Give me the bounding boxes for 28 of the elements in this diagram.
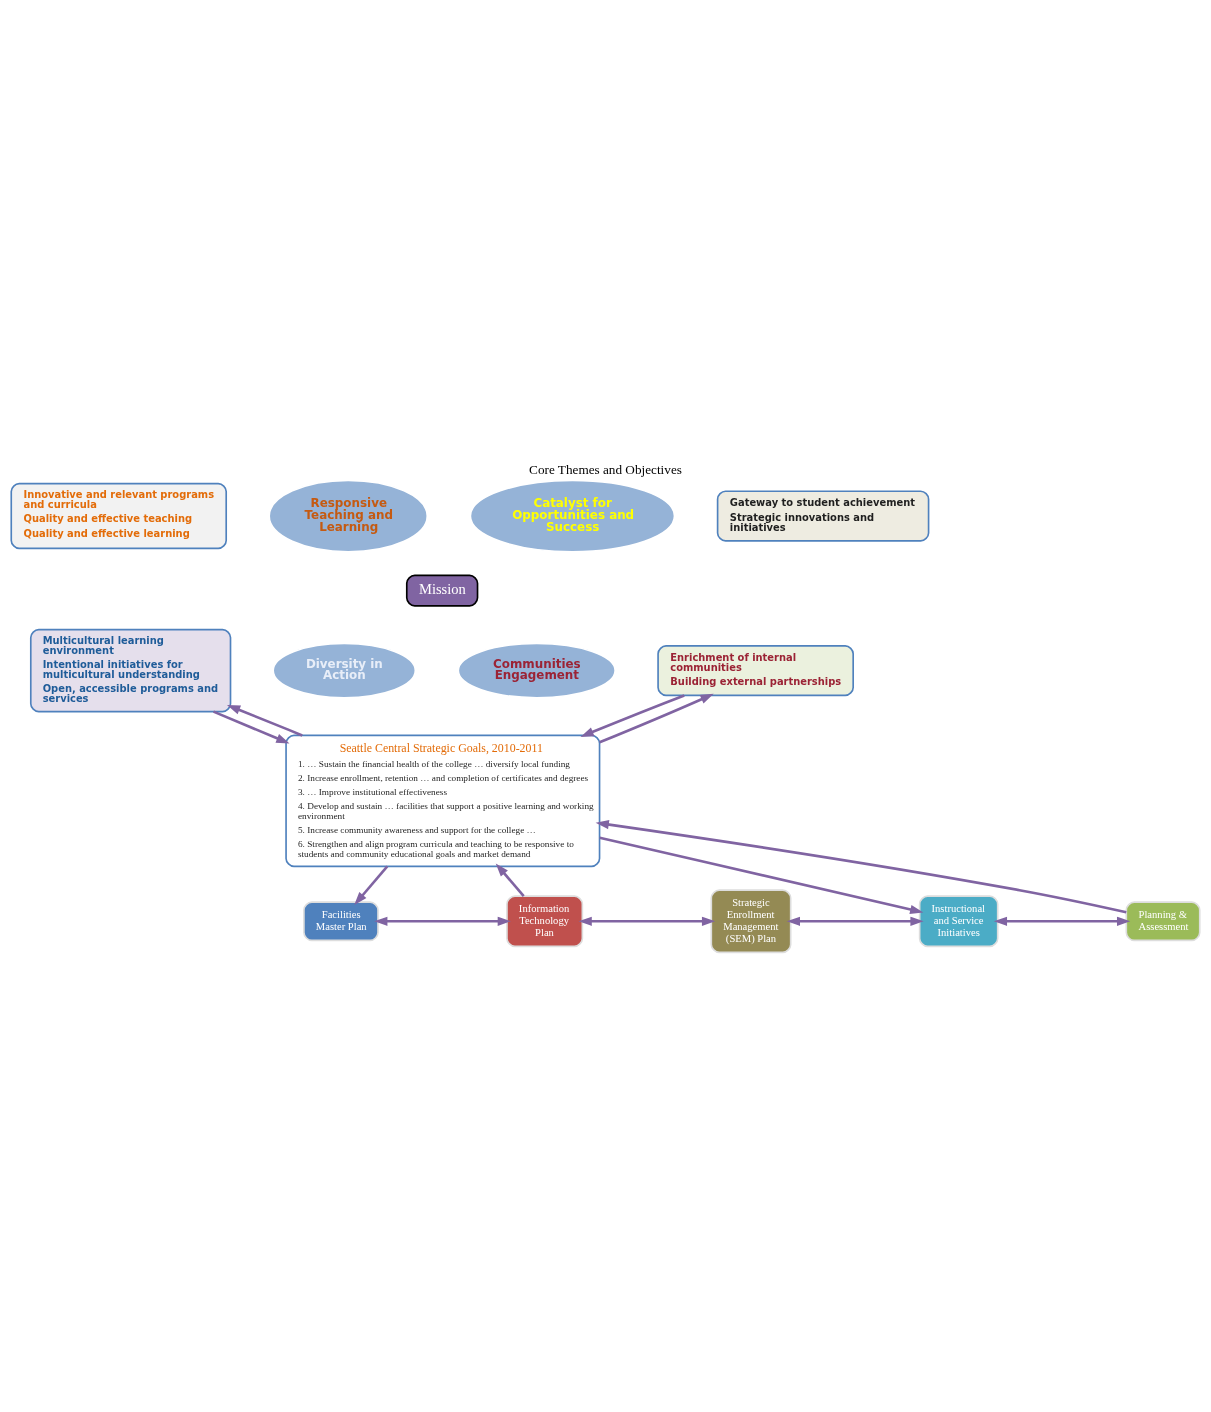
node-ellipse: Diversity in Action	[272, 642, 417, 699]
arrow	[578, 916, 716, 926]
arrow	[354, 865, 389, 905]
arrow	[599, 835, 924, 914]
node-box: Strategic Enrollment Management (SEM) Plan	[710, 888, 792, 953]
diagram-title: Core Themes and Objectives	[529, 461, 682, 477]
node-box: Enrichment of internal communities Building external partnerships	[657, 644, 854, 696]
node-box: Facilities Master Plan	[303, 900, 379, 941]
node-box: Innovative and relevant programs and curricula Quality and effective teaching Quality and effective learning	[10, 482, 228, 549]
arrow	[993, 916, 1131, 926]
arrow	[495, 862, 525, 897]
arrow	[374, 916, 511, 926]
arrow	[599, 693, 714, 744]
node-box: Multicultural learning environment Intentional initiatives for multicultural understanding Open, accessible programs and services	[29, 628, 232, 712]
arrow	[226, 704, 303, 737]
arrow	[786, 916, 924, 926]
node-ellipse: Catalyst for Opportunities and Success	[469, 479, 676, 553]
node-box: Information Technology Plan	[506, 894, 584, 947]
node-box: Instructional and Service Initiatives	[918, 894, 999, 947]
node-box: Seattle Central Strategic Goals, 2010-2011 1. … Sustain the financial health of the college … diversify local funding 2. Increase enrollment, retention … and completion of certificates and degrees 3. … Improve institutional effectiveness 4. Develop and sustain … facilities that support a positive learning and working environment 5. Increase community awareness and support for the college … 6. Strengthen and align program curricula and teaching to be responsive to students and community educational goals and market demand	[285, 734, 601, 867]
node-ellipse: Communities Engagement	[457, 642, 616, 699]
node-box: Planning & Assessment	[1125, 900, 1201, 941]
arrow	[595, 819, 1127, 913]
node-box: Mission	[405, 574, 479, 607]
node-box: Gateway to student achievement Strategic innovations and initiatives	[716, 489, 930, 542]
arrow	[580, 693, 685, 737]
arrow	[212, 709, 290, 743]
node-ellipse: Responsive Teaching and Learning	[268, 479, 429, 553]
